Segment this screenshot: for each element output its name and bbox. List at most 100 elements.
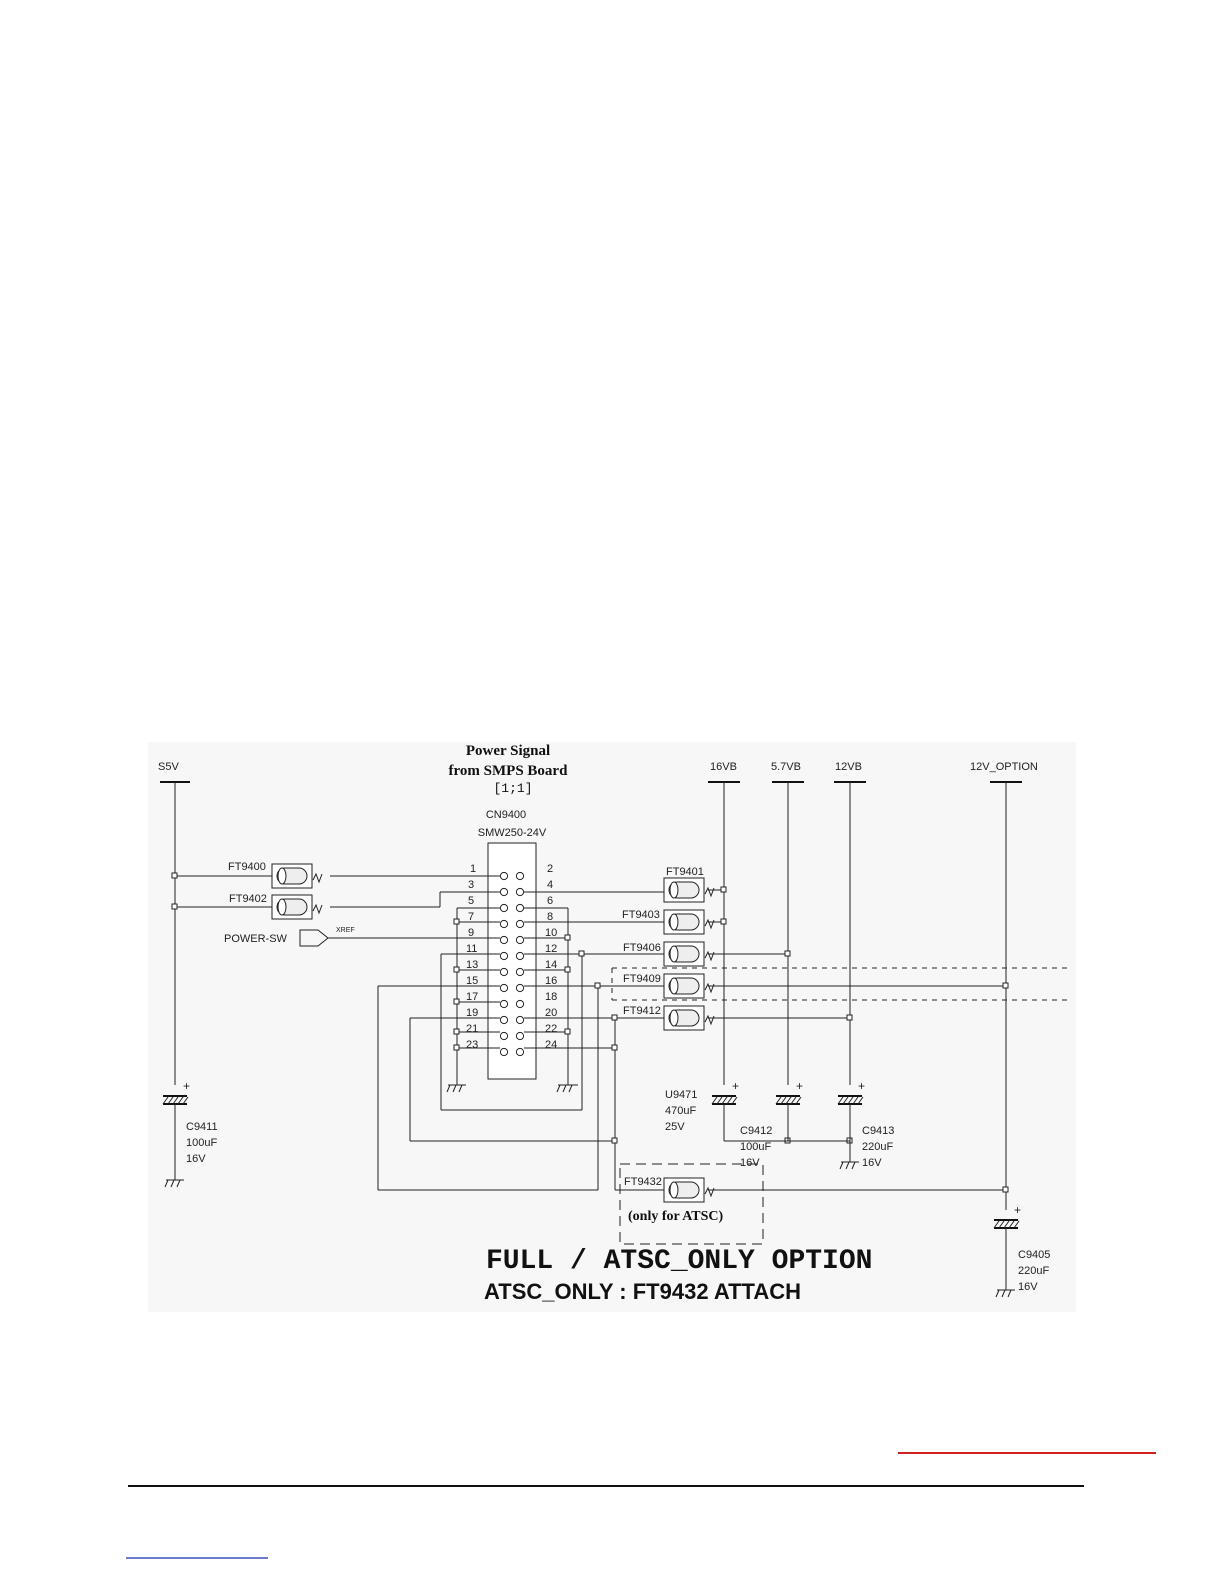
pin-circle [515, 919, 525, 929]
cap-ref-c9411: C9411 [186, 1121, 218, 1133]
title-ratio: [1;1] [493, 781, 532, 796]
svg-text:+: + [858, 1079, 865, 1093]
pin-label: 17 [466, 991, 478, 1003]
pin-circle [499, 983, 509, 993]
pin-circle [499, 903, 509, 913]
pin-label: 12 [545, 943, 557, 955]
capacitor: + [993, 1203, 1021, 1236]
capacitor: + [837, 1079, 865, 1112]
title-line1: Power Signal [466, 743, 550, 759]
pin-circle [515, 903, 525, 913]
ferrite-bead [663, 973, 715, 999]
capacitor: + [775, 1079, 803, 1112]
ferrite-label-ft9401: FT9401 [666, 866, 704, 878]
svg-text:+: + [732, 1079, 739, 1093]
pin-label: 23 [466, 1039, 478, 1051]
pin-circle [499, 1031, 509, 1041]
pin-label: 14 [545, 959, 557, 971]
pin-label: 16 [545, 975, 557, 987]
pin-circle [515, 999, 525, 1009]
xref-label: XREF [336, 927, 355, 934]
ground-symbols [164, 1161, 1015, 1298]
pin-circle [499, 951, 509, 961]
pin-circle [515, 887, 525, 897]
pin-circle [515, 935, 525, 945]
svg-text:+: + [183, 1079, 190, 1093]
pin-label: 1 [470, 863, 476, 875]
pin-label: 8 [547, 911, 553, 923]
pin-circle [499, 935, 509, 945]
pin-label: 15 [466, 975, 478, 987]
pin-circle [515, 967, 525, 977]
pin-circle [499, 919, 509, 929]
pin-circle [515, 1047, 525, 1057]
pin-label: 21 [466, 1023, 478, 1035]
pin-label: 22 [545, 1023, 557, 1035]
rail-label-12v-option: 12V_OPTION [970, 761, 1038, 773]
pin-circle [499, 871, 509, 881]
pin-label: 13 [466, 959, 478, 971]
rail-label-16vb: 16VB [710, 761, 737, 773]
atsc-option-box [619, 1163, 764, 1245]
pin-label: 4 [547, 879, 553, 891]
cap-value-c9412: 100uF [740, 1141, 771, 1153]
pin-circle [499, 1047, 509, 1057]
cap-ref-u9471: U9471 [665, 1089, 697, 1101]
pin-circle [515, 951, 525, 961]
power-sw-port-symbol [299, 929, 329, 947]
rail-label-s5v: S5V [158, 761, 179, 773]
ferrite-label-ft9400: FT9400 [228, 861, 266, 873]
pin-label: 3 [468, 879, 474, 891]
pin-label: 20 [545, 1007, 557, 1019]
svg-text:+: + [1014, 1203, 1021, 1217]
pin-label: 11 [466, 943, 477, 955]
pin-circle [515, 1031, 525, 1041]
rail-label-57vb: 5.7VB [771, 761, 801, 773]
cap-value-c9405: 220uF [1018, 1265, 1049, 1277]
pin-circle [499, 887, 509, 897]
svg-text:+: + [796, 1079, 803, 1093]
ferrite-bead [663, 1005, 715, 1031]
pin-label: 24 [545, 1039, 557, 1051]
ferrite-label-ft9402: FT9402 [229, 893, 267, 905]
ferrite-bead [663, 877, 715, 903]
pin-label: 19 [466, 1007, 478, 1019]
connector-ref: CN9400 [486, 809, 526, 821]
option-heading: FULL / ATSC_ONLY OPTION [486, 1246, 872, 1277]
ferrite-label-ft9412: FT9412 [623, 1005, 661, 1017]
pin-circle [515, 983, 525, 993]
ferrite-bead [663, 909, 715, 935]
pin-label: 18 [545, 991, 557, 1003]
ferrite-bead [663, 941, 715, 967]
pin-label: 7 [468, 911, 474, 923]
cap-voltage-c9412: 16V [740, 1157, 760, 1169]
pin-label: 6 [547, 895, 553, 907]
cap-voltage-c9411: 16V [186, 1153, 206, 1165]
atsc-box-label: (only for ATSC) [628, 1209, 723, 1224]
pin-label: 2 [547, 863, 553, 875]
pin-label: 9 [468, 927, 474, 939]
pin-circle [515, 1015, 525, 1025]
pin-circle [499, 967, 509, 977]
pin-label: 5 [468, 895, 474, 907]
cap-voltage-u9471: 25V [665, 1121, 685, 1133]
ferrite-label-ft9403: FT9403 [622, 909, 660, 921]
ferrite-label-ft9432: FT9432 [624, 1176, 662, 1188]
cap-ref-c9405: C9405 [1018, 1249, 1050, 1261]
cap-ref-c9412: C9412 [740, 1125, 772, 1137]
ferrite-bead-symbols [271, 863, 715, 1203]
capacitor: + [711, 1079, 739, 1112]
connector-part: SMW250-24V [478, 827, 547, 839]
cap-value-c9411: 100uF [186, 1137, 217, 1149]
capacitor: + [162, 1079, 190, 1112]
ferrite-label-ft9406: FT9406 [623, 942, 661, 954]
pin-circle [499, 999, 509, 1009]
rail-label-12vb: 12VB [835, 761, 862, 773]
ferrite-label-ft9409: FT9409 [623, 973, 661, 985]
connector-pins [499, 871, 525, 1057]
cap-value-u9471: 470uF [665, 1105, 696, 1117]
ferrite-bead [663, 1177, 715, 1203]
cap-voltage-c9413: 16V [862, 1157, 882, 1169]
diagram-panel [148, 742, 1076, 1312]
